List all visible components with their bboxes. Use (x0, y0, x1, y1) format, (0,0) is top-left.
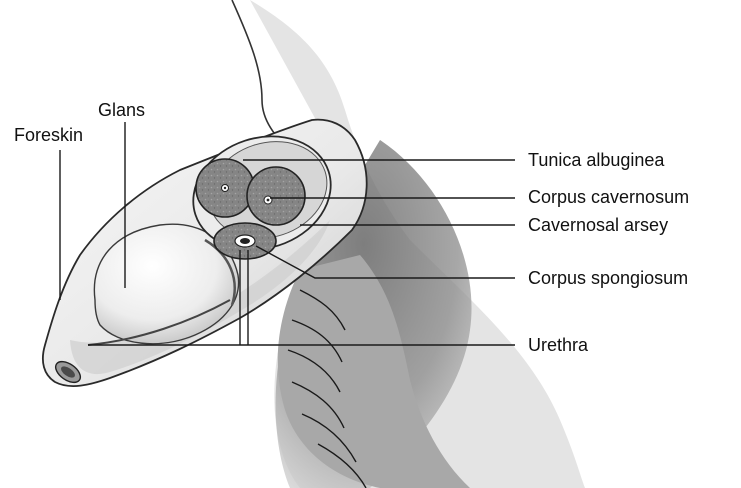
label-glans: Glans (98, 100, 145, 120)
label-foreskin: Foreskin (14, 125, 83, 145)
label-urethra: Urethra (528, 335, 588, 355)
label-cavernosal-artery: Cavernosal arsey (528, 215, 668, 235)
corpus-cavernosum-right (247, 167, 305, 225)
label-tunica-albuginea: Tunica albuginea (528, 150, 664, 170)
label-corpus-spongiosum: Corpus spongiosum (528, 268, 688, 288)
label-corpus-cavernosum: Corpus cavernosum (528, 187, 689, 207)
